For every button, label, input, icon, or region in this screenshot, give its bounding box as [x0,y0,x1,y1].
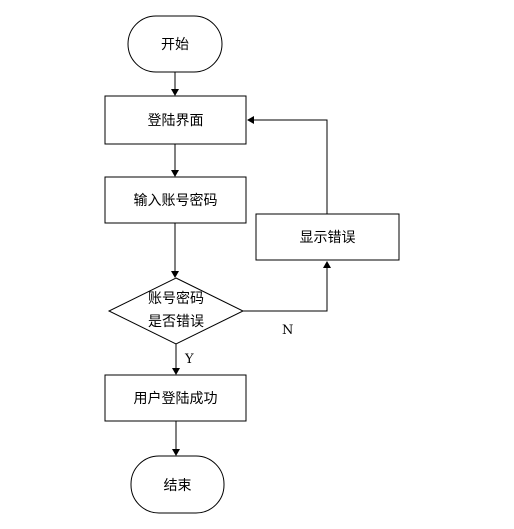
arrowhead-icon [172,449,180,456]
login-screen-node-label: 登陆界面 [148,113,204,129]
arrowhead-icon [247,116,254,124]
end-node: 结束 [130,455,225,514]
branch-label-yes: Y [184,352,194,367]
connector-success-to-end [172,421,180,456]
arrowhead-icon [171,89,179,96]
show-error-node-shape [255,213,400,261]
credentials-check-node: 账号密码 是否错误 [107,277,245,345]
credentials-check-node-shape [107,277,245,345]
enter-credentials-node: 输入账号密码 [104,176,247,224]
arrowhead-icon [172,368,180,375]
start-node: 开始 [127,15,223,73]
end-node-label: 结束 [164,478,192,494]
connector-start-to-login [171,72,179,96]
login-success-node: 用户登陆成功 [104,374,247,422]
arrowhead-icon [171,170,179,177]
login-screen-node: 登陆界面 [104,95,247,145]
connector-error-to-login [247,116,328,214]
connector-credentials-to-check [171,223,179,278]
enter-credentials-node-label: 输入账号密码 [134,192,218,209]
branch-label-no: N [282,323,293,338]
arrowhead-icon [171,271,179,278]
connector-check-to-success [172,344,180,375]
end-node-shape [130,455,225,514]
show-error-node-label: 显示错误 [300,230,356,246]
connector-check-to-error [243,261,331,312]
connector-login-to-credentials [171,144,179,177]
enter-credentials-node-shape [104,176,247,224]
arrowhead-icon [323,261,331,268]
login-success-node-label: 用户登陆成功 [134,390,218,407]
start-node-label: 开始 [161,37,189,53]
credentials-check-label-line1: 账号密码 [148,290,204,307]
credentials-check-label-line2: 是否错误 [148,314,204,330]
login-screen-node-shape [104,95,247,145]
show-error-node: 显示错误 [255,213,400,261]
